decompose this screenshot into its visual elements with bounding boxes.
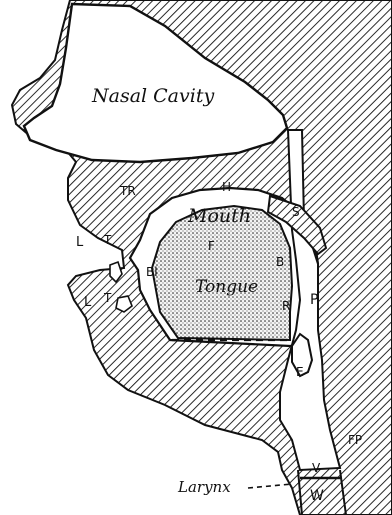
label-food-passage: FP — [348, 433, 362, 447]
label-back-tongue: B — [276, 255, 284, 269]
label-larynx: Larynx — [177, 478, 231, 496]
larynx-pointer — [248, 484, 292, 488]
label-teeth-ridge: TR — [119, 184, 136, 198]
label-upper-lip: L — [76, 235, 84, 250]
label-lower-teeth: T — [103, 291, 112, 305]
label-root-tongue: R — [282, 299, 290, 313]
label-epiglottis: E — [296, 365, 304, 379]
label-windpipe: W — [310, 488, 324, 504]
label-nasal-cavity: Nasal Cavity — [91, 85, 214, 107]
label-hard-palate: H — [222, 180, 231, 194]
label-vocal-cords: V — [312, 461, 321, 475]
label-tongue: Tongue — [195, 277, 258, 297]
label-pharynx: P — [310, 292, 318, 308]
label-mouth: Mouth — [187, 205, 251, 227]
label-soft-palate: S — [292, 205, 300, 219]
label-front-tongue: F — [208, 239, 215, 253]
label-upper-teeth: T — [103, 233, 112, 247]
label-blade-tongue: Bl — [146, 265, 158, 279]
label-lower-lip: L — [84, 295, 92, 310]
